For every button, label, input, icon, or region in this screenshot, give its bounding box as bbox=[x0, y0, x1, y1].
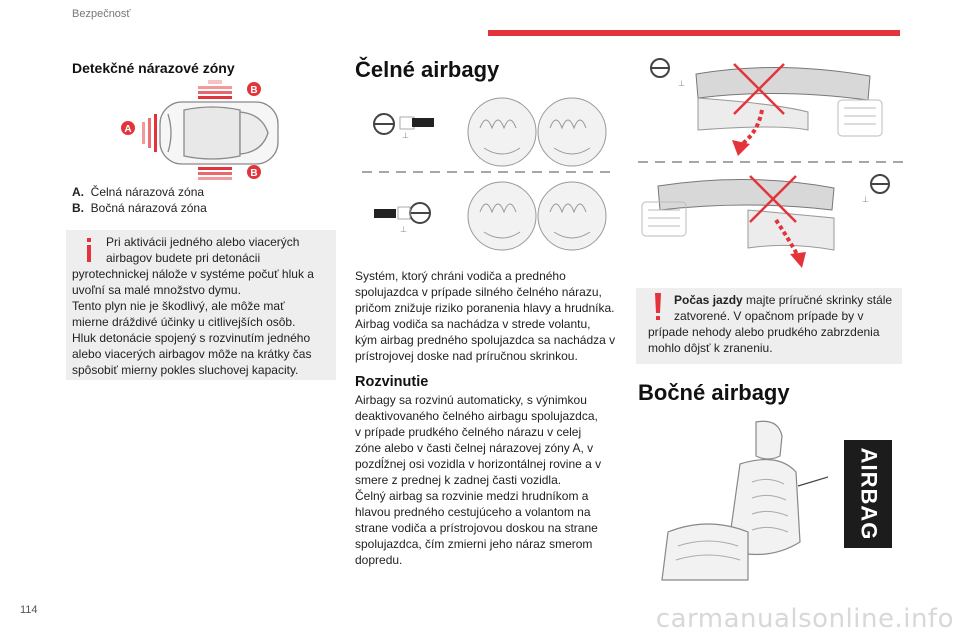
car-outline bbox=[159, 101, 279, 165]
headrest bbox=[755, 420, 783, 460]
side-zone-arrows-top bbox=[198, 80, 232, 99]
deploy-line-1: Airbagy sa rozvinú automaticky, s výnimk… bbox=[355, 393, 587, 407]
label-b-bottom-badge bbox=[247, 165, 261, 179]
warning-line-1: Počas jazdy majte príručné skrinky stále bbox=[674, 292, 902, 308]
passenger-figures-top bbox=[467, 97, 607, 167]
deployment-subheading: Rozvinutie bbox=[355, 374, 429, 390]
warning-line-3: prípade nehody alebo prudkého zabrzdenia bbox=[648, 325, 880, 339]
legend-text: Čelná nárazová zóna bbox=[90, 185, 205, 199]
deploy-line-5: pozdĺžnej osi vozidla v horizontálnej ro… bbox=[355, 457, 602, 471]
intro-line-6: prístrojovej doske nad príručnou skrinko… bbox=[355, 349, 578, 363]
seat-illustration bbox=[661, 420, 828, 581]
dashboard-top bbox=[695, 67, 871, 101]
steering-wheel-icon-right bbox=[870, 174, 890, 194]
legend-key: A. bbox=[72, 185, 84, 199]
impact-zones-diagram: A B B bbox=[121, 80, 279, 180]
glovebox-illustration: ⊥ ⊥ bbox=[638, 58, 904, 268]
intro-line-3: pričom znižuje riziko poranenia hlavy a … bbox=[355, 301, 615, 315]
label-b-top: B bbox=[250, 85, 257, 96]
seat-belt-icon bbox=[399, 116, 415, 130]
note-line-8: alebo viacerých airbagov môže na krátky … bbox=[72, 347, 312, 361]
note-line-5: Tento plyn nie je škodlivý, ale môže mať bbox=[72, 299, 285, 313]
svg-text:⊥: ⊥ bbox=[678, 79, 685, 88]
dash-panel-icon-bottom bbox=[374, 209, 396, 218]
red-x-top bbox=[733, 63, 785, 115]
deploy-line-11: dopredu. bbox=[355, 553, 403, 567]
note-line-6: mierne dráždivé účinky u citlivejších os… bbox=[72, 315, 296, 329]
deploy-line-6: smere z prednej k zadnej časti vozidla. bbox=[355, 473, 562, 487]
warning-line-2: zatvorené. V opačnom prípade by v bbox=[674, 309, 864, 323]
warning-rest: majte príručné skrinky stále bbox=[742, 293, 893, 307]
side-airbags-heading: Bočné airbagy bbox=[638, 380, 790, 405]
airbag-tag-label: AIRBAG bbox=[856, 447, 881, 541]
svg-text:⊥: ⊥ bbox=[862, 195, 869, 204]
label-b-bottom: B bbox=[250, 168, 257, 179]
note-line-2: airbagov budete pri detonácii bbox=[106, 251, 261, 265]
intro-line-5: kým airbag predného spolujazdca sa nachá… bbox=[355, 333, 616, 347]
note-line-7: Hluk detonácie spojený s rozvinutím jedn… bbox=[72, 331, 311, 345]
note-line-4: uvoľní sa malé množstvo dymu. bbox=[72, 283, 241, 297]
steering-wheel-icon-top bbox=[650, 58, 670, 78]
label-a: A bbox=[124, 124, 131, 135]
legend-item-a: A. Čelná nárazová zóna bbox=[72, 184, 204, 200]
note-line-9: spôsobiť mierny pokles sluchovej kapacit… bbox=[72, 363, 299, 377]
watermark: carmanualsonline.info bbox=[655, 604, 954, 634]
passenger-figures-bottom bbox=[467, 181, 607, 251]
header-accent-bar bbox=[488, 30, 900, 36]
deploy-line-8: hlavou predného cestujúceho a volantom n… bbox=[355, 505, 591, 519]
warning-icon bbox=[655, 293, 661, 320]
label-b-top-badge bbox=[247, 82, 261, 96]
frontal-airbags-heading: Čelné airbagy bbox=[355, 57, 500, 82]
note-line-1: Pri aktivácii jedného alebo viacerých bbox=[106, 235, 300, 249]
label-a-badge bbox=[121, 121, 135, 135]
seat-cushion bbox=[661, 523, 749, 581]
steering-wheel-icon bbox=[373, 113, 395, 135]
note-line-3: pyrotechnickej nálože v systéme počuť hl… bbox=[72, 267, 314, 281]
deploy-line-10: spolujazdca, čím zmierni jeho náraz smer… bbox=[355, 537, 593, 551]
section-title: Bezpečnosť bbox=[72, 8, 131, 20]
info-note-box bbox=[66, 230, 336, 380]
deploy-line-3: v prípade prudkého čelného nárazu v cele… bbox=[355, 425, 582, 439]
deploy-line-2: deaktivovaného čelného airbagu spolujazd… bbox=[355, 409, 598, 423]
warning-note-box bbox=[636, 288, 902, 364]
side-zone-arrows-bottom bbox=[198, 167, 232, 180]
svg-text:⊥: ⊥ bbox=[400, 225, 407, 234]
red-arrow-bottom bbox=[774, 218, 800, 257]
page-number: 114 bbox=[20, 604, 38, 616]
red-arrow-top bbox=[740, 109, 764, 146]
legend-item-b: B. Bočná nárazová zóna bbox=[72, 200, 207, 216]
intro-line-2: spolujazdca v prípade silného čelného ná… bbox=[355, 285, 602, 299]
airbag-tag bbox=[844, 440, 892, 548]
small-figure-glyph: ⊥ bbox=[402, 131, 409, 140]
red-x-bottom bbox=[749, 175, 797, 223]
deploy-line-9: strane vodiča a prístrojovou doskou na s… bbox=[355, 521, 598, 535]
legend-text: Bočná nárazová zóna bbox=[90, 201, 207, 215]
legend-key: B. bbox=[72, 201, 84, 215]
airbag-pointer-line bbox=[797, 476, 828, 487]
frontal-airbags-illustration: ⊥ ⊥ bbox=[362, 97, 614, 251]
warning-bold: Počas jazdy bbox=[674, 293, 743, 307]
dash-panel-icon bbox=[412, 118, 434, 127]
deploy-line-4: zóne alebo v časti čelnej nárazovej zóny… bbox=[355, 441, 594, 455]
intro-line-1: Systém, ktorý chráni vodiča a predného bbox=[355, 269, 566, 283]
intro-line-4: Airbag vodiča sa nachádza v strede volan… bbox=[355, 317, 591, 331]
warning-line-4: mohlo dôjsť k zraneniu. bbox=[648, 341, 773, 355]
info-icon bbox=[87, 238, 91, 262]
detection-zones-heading: Detekčné nárazové zóny bbox=[72, 60, 235, 76]
deploy-line-7: Čelný airbag sa rozvinie medzi hrudníkom… bbox=[355, 489, 589, 503]
frontal-zone-arrows bbox=[142, 114, 157, 152]
steering-wheel-icon-bottom bbox=[409, 202, 431, 224]
